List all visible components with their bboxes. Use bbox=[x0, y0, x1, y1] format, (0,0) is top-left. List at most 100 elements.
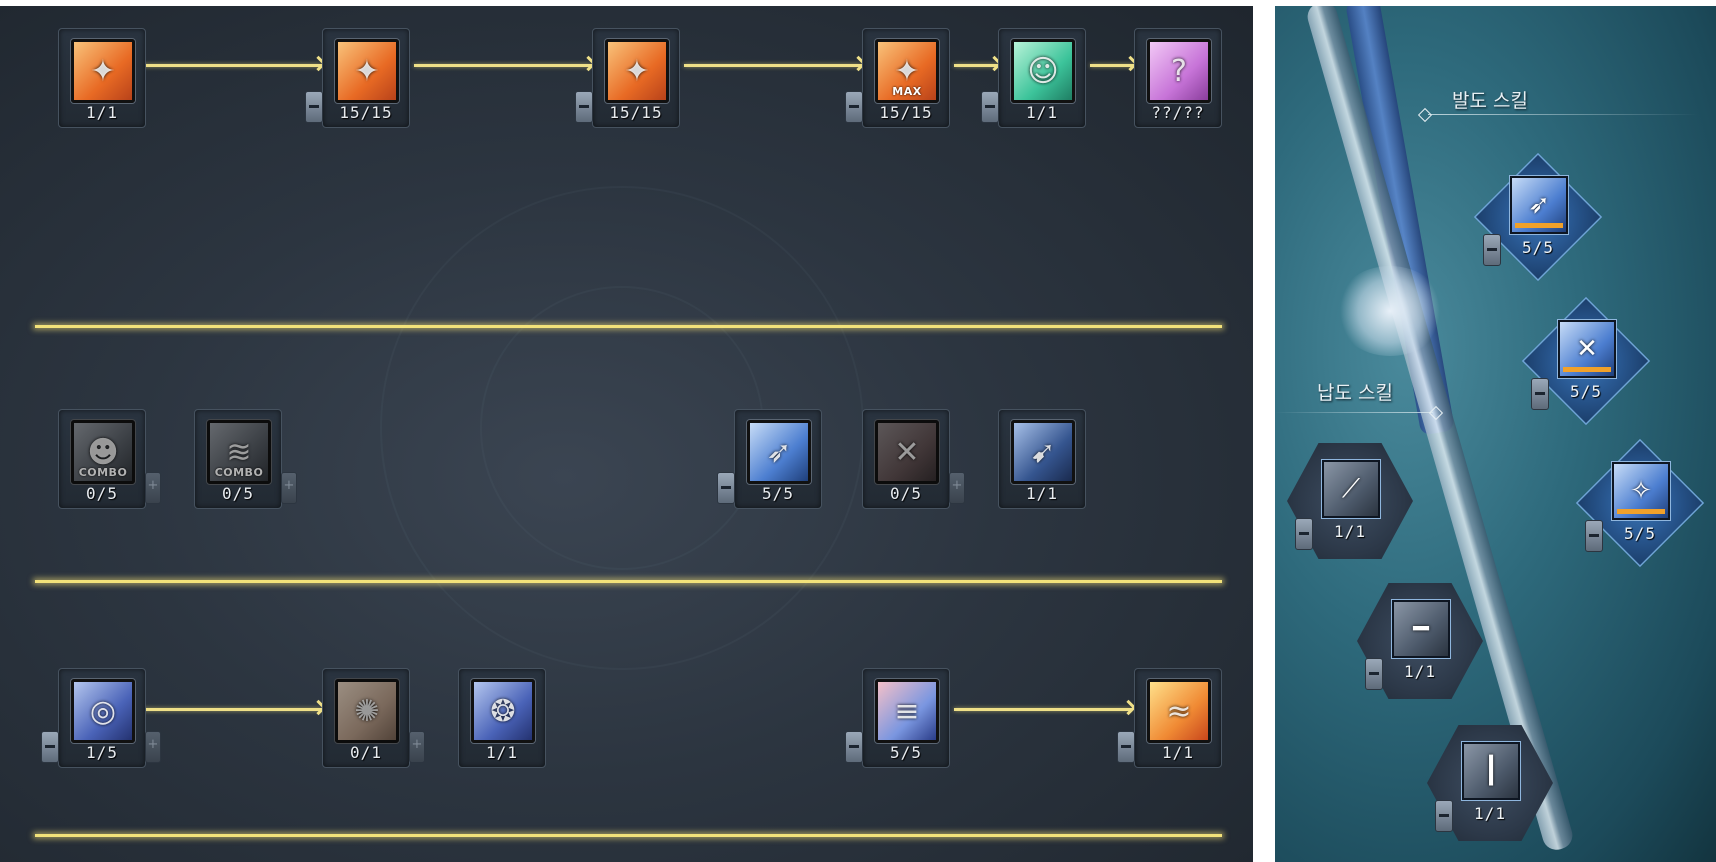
combo-wave-icon[interactable]: ≋COMBO bbox=[207, 420, 271, 484]
lunge-strike-icon[interactable]: ➹ bbox=[1011, 420, 1075, 484]
whirlwind-icon[interactable]: ◎ bbox=[71, 679, 135, 743]
skill-level-count: 5/5 bbox=[762, 484, 794, 503]
decrease-level-button[interactable] bbox=[1531, 378, 1549, 410]
draw-slash-icon[interactable]: ➶ bbox=[1510, 176, 1568, 234]
decrease-level-button[interactable] bbox=[305, 91, 323, 123]
skill-level-count: 0/5 bbox=[222, 484, 254, 503]
increase-level-button[interactable] bbox=[145, 472, 161, 504]
skill-level-count: 1/1 bbox=[1474, 804, 1506, 823]
flame-wave-icon[interactable]: ≈ bbox=[1147, 679, 1211, 743]
skill-glyph: ◎ bbox=[89, 693, 117, 729]
sheathe-skill-label: 납도 스킬 bbox=[1317, 382, 1393, 404]
decrease-level-button[interactable] bbox=[981, 91, 999, 123]
draw-skill-slot[interactable]: ✕ 5/5 bbox=[1521, 296, 1651, 426]
decrease-level-button[interactable] bbox=[845, 91, 863, 123]
skill-slot[interactable]: ✦15/15 bbox=[305, 28, 410, 128]
decrease-level-button[interactable] bbox=[1365, 658, 1383, 690]
skill-slot[interactable]: ➶5/5 bbox=[717, 409, 822, 509]
sword-slash-icon[interactable]: ✦MAX bbox=[875, 39, 939, 103]
skill-glyph: ✧ bbox=[1630, 476, 1652, 506]
skill-level-count: 0/5 bbox=[890, 484, 922, 503]
skill-slot[interactable]: ≡5/5 bbox=[845, 668, 950, 768]
skill-level-count: 1/1 bbox=[1026, 484, 1058, 503]
skill-level-count: 5/5 bbox=[1624, 524, 1656, 543]
sword-slash-icon[interactable]: ✦ bbox=[335, 39, 399, 103]
decrease-level-button[interactable] bbox=[1585, 520, 1603, 552]
skill-tag: MAX bbox=[892, 85, 922, 98]
prerequisite-arrow bbox=[132, 64, 322, 67]
skill-slot[interactable]: ✕0/5 bbox=[862, 409, 965, 509]
question-mark-icon[interactable]: ? bbox=[1147, 39, 1211, 103]
skill-slot[interactable]: ☺1/1 bbox=[981, 28, 1086, 128]
skill-slot[interactable]: ◎1/5 bbox=[41, 668, 161, 768]
skill-level-count: ??/?? bbox=[1151, 103, 1205, 122]
skill-level-count: 0/1 bbox=[350, 743, 382, 762]
skill-level-count: 5/5 bbox=[1570, 382, 1602, 401]
burst-icon[interactable]: ✺ bbox=[335, 679, 399, 743]
skill-glyph: ≈ bbox=[1166, 693, 1192, 729]
diagonal-katana-icon[interactable]: ⟋ bbox=[1322, 460, 1380, 518]
cross-slash-icon[interactable]: ✕ bbox=[875, 420, 939, 484]
skill-level-count: 0/5 bbox=[86, 484, 118, 503]
spin-kick-icon[interactable]: ❂ bbox=[471, 679, 535, 743]
background-ornament bbox=[480, 286, 764, 570]
dash-strike-icon[interactable]: ➶ bbox=[747, 420, 811, 484]
skill-slot[interactable]: ✺0/1 bbox=[322, 668, 425, 768]
combo-figure-icon[interactable]: ☻COMBO bbox=[71, 420, 135, 484]
prerequisite-arrow bbox=[414, 64, 592, 67]
vertical-katana-icon[interactable]: ┃ bbox=[1462, 742, 1520, 800]
katana-skill-panel: 발도 스킬 납도 스킬 ➶5/5✕5/5✧5/5 ⟋1/1━1/1┃1/1 bbox=[1275, 6, 1716, 862]
sword-slash-icon[interactable]: ✦ bbox=[71, 39, 135, 103]
sheathe-skill-header: 납도 스킬 bbox=[1275, 378, 1447, 421]
horizontal-katana-icon[interactable]: ━ bbox=[1392, 600, 1450, 658]
skill-level-count: 15/15 bbox=[339, 103, 393, 122]
increase-level-button[interactable] bbox=[949, 472, 965, 504]
skill-level-count: 1/1 bbox=[1162, 743, 1194, 762]
skill-level-count: 5/5 bbox=[1522, 238, 1554, 257]
skill-gauge bbox=[1563, 367, 1611, 372]
decrease-level-button[interactable] bbox=[1483, 234, 1501, 266]
decrease-level-button[interactable] bbox=[845, 731, 863, 763]
increase-level-button[interactable] bbox=[281, 472, 297, 504]
cross-blade-icon[interactable]: ✕ bbox=[1558, 320, 1616, 378]
increase-level-button[interactable] bbox=[145, 731, 161, 763]
skill-glyph: ━ bbox=[1413, 614, 1429, 644]
skill-glyph: ❂ bbox=[490, 693, 516, 729]
tier-divider bbox=[35, 834, 1222, 837]
skill-glyph: ✕ bbox=[1576, 334, 1598, 364]
draw-skill-slot[interactable]: ➶ 5/5 bbox=[1473, 152, 1603, 282]
sheathe-skill-slot[interactable]: ⟋1/1 bbox=[1287, 438, 1413, 564]
skill-level-count: 1/1 bbox=[86, 103, 118, 122]
decrease-level-button[interactable] bbox=[1435, 800, 1453, 832]
skill-slot[interactable]: ❂1/1 bbox=[458, 668, 546, 768]
decrease-level-button[interactable] bbox=[717, 472, 735, 504]
sword-slash-icon[interactable]: ✦ bbox=[605, 39, 669, 103]
prerequisite-arrow bbox=[132, 708, 322, 711]
skill-slot[interactable]: ➹1/1 bbox=[998, 409, 1086, 509]
sheathe-skill-slot[interactable]: ┃ 1/1 bbox=[1427, 720, 1553, 846]
blossom-art bbox=[1335, 266, 1445, 356]
skill-glyph: ✦ bbox=[894, 53, 920, 89]
skill-slot[interactable]: ???/?? bbox=[1134, 28, 1222, 128]
draw-skill-slot[interactable]: ✧ 5/5 bbox=[1575, 438, 1705, 568]
skill-slot[interactable]: ✦15/15 bbox=[575, 28, 680, 128]
decrease-level-button[interactable] bbox=[575, 91, 593, 123]
decrease-level-button[interactable] bbox=[41, 731, 59, 763]
decrease-level-button[interactable] bbox=[1117, 731, 1135, 763]
person-figure-icon[interactable]: ☺ bbox=[1011, 39, 1075, 103]
decrease-level-button[interactable] bbox=[1295, 518, 1313, 550]
skill-slot[interactable]: ✦1/1 bbox=[58, 28, 146, 128]
tier-divider bbox=[35, 325, 1222, 328]
sheathe-skill-slot[interactable]: ━1/1 bbox=[1357, 578, 1483, 704]
blade-dance-icon[interactable]: ✧ bbox=[1612, 462, 1670, 520]
skill-glyph: ≡ bbox=[894, 693, 920, 729]
skill-glyph: ☻ bbox=[87, 434, 119, 470]
skill-slot[interactable]: ≈1/1 bbox=[1117, 668, 1222, 768]
laser-slash-icon[interactable]: ≡ bbox=[875, 679, 939, 743]
header-rule bbox=[1275, 412, 1433, 413]
prerequisite-arrow bbox=[954, 708, 1132, 711]
increase-level-button[interactable] bbox=[409, 731, 425, 763]
